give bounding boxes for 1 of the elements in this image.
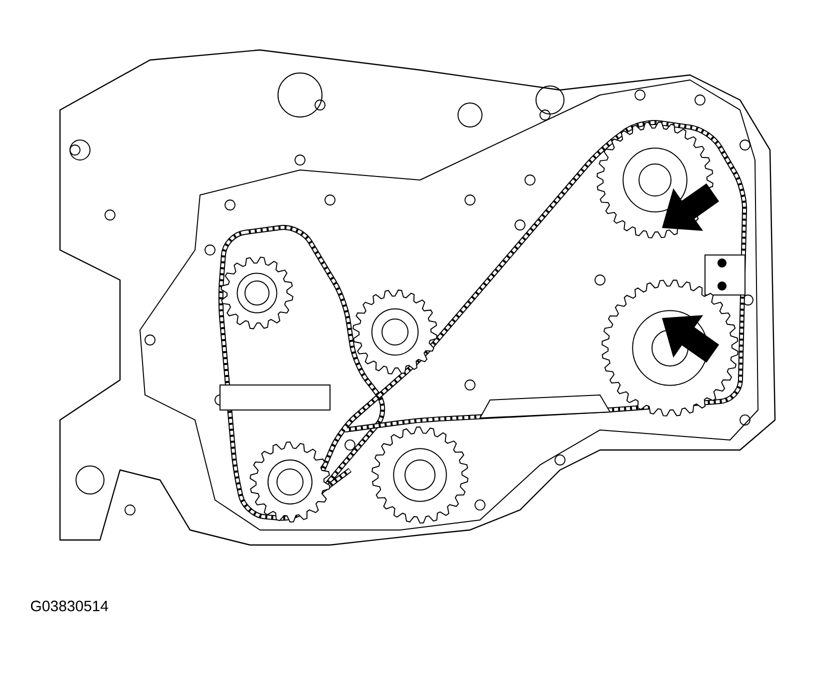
figure-code: G03830514 bbox=[30, 600, 108, 612]
